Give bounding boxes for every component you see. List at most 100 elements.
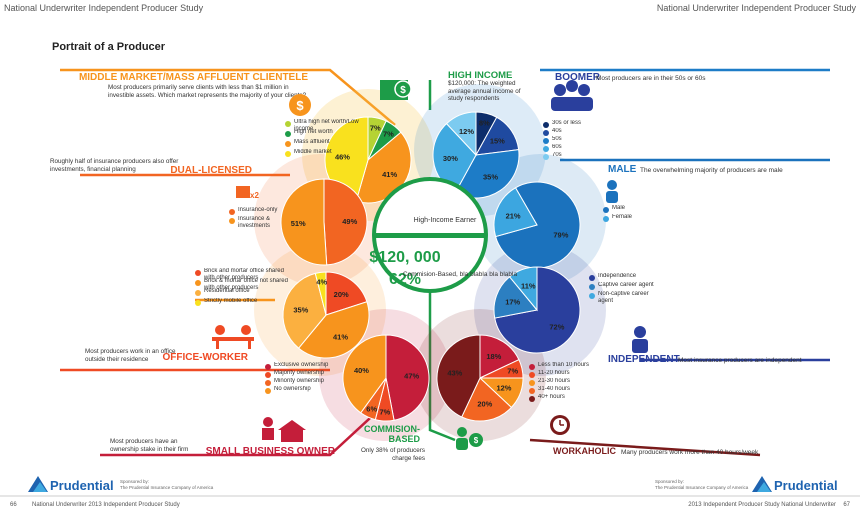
header-left: National Underwriter Independent Produce… bbox=[4, 3, 204, 13]
legend-label: Exclusive ownership bbox=[274, 362, 329, 368]
legend-swatch bbox=[529, 364, 535, 370]
legend-swatch bbox=[529, 372, 535, 378]
legend-label: Mass affluent bbox=[294, 139, 330, 145]
legend-label: 40+ hours bbox=[538, 394, 565, 400]
pie-slice bbox=[385, 334, 430, 421]
left-page-number: 66 bbox=[10, 502, 17, 508]
legend-label: 50s bbox=[552, 136, 562, 142]
legend-label: 30s or less bbox=[552, 120, 582, 126]
center-top-value: $120, 000 bbox=[369, 249, 440, 266]
legend-swatch bbox=[543, 154, 549, 160]
person-tie-icon bbox=[632, 326, 648, 353]
section-office: Brick and mortar office shared with othe… bbox=[85, 268, 288, 363]
pie-slice-label: 46% bbox=[335, 152, 350, 161]
legend-swatch bbox=[589, 293, 595, 299]
section-commission: COMMISION-BASED Only 38% of producers ch… bbox=[360, 425, 483, 462]
legend-swatch bbox=[543, 146, 549, 152]
pie-slice bbox=[436, 334, 481, 418]
pie-slice bbox=[493, 187, 538, 238]
clock-icon bbox=[550, 415, 570, 435]
pie-slice-label: 43% bbox=[447, 368, 462, 377]
commission-text: Only 38% of producers charge fees bbox=[360, 447, 425, 462]
legend-swatch bbox=[265, 364, 271, 370]
legend-label: High net worth bbox=[294, 129, 333, 135]
male-text: The overwhelming majority of producers a… bbox=[640, 167, 783, 174]
sponsor-line1-right: Sponsored by: bbox=[655, 479, 684, 484]
legend-label: Independence bbox=[598, 273, 637, 279]
legend-label: 70s bbox=[552, 152, 562, 158]
pie-slice-label: 17% bbox=[505, 297, 520, 306]
legend-label: 11-20 hours bbox=[538, 370, 570, 376]
pie-slice bbox=[280, 178, 328, 266]
right-footer-text: 2013 Independent Producer Study National… bbox=[688, 502, 836, 508]
legend-swatch bbox=[529, 380, 535, 386]
legend-swatch bbox=[265, 372, 271, 378]
prudential-rock-icon bbox=[28, 476, 48, 492]
legend-label: Minority ownership bbox=[274, 378, 325, 384]
legend-label: Non-captive career agent bbox=[598, 291, 649, 304]
legend-label: Less than 10 hours bbox=[538, 362, 590, 368]
legend-swatch bbox=[229, 209, 235, 215]
person-icon bbox=[606, 180, 618, 203]
legend-swatch bbox=[195, 270, 201, 276]
legend-swatch bbox=[285, 121, 291, 127]
dual-text: Roughly half of insurance producers also… bbox=[50, 158, 179, 173]
pie-slice-label: 6% bbox=[366, 404, 377, 413]
pie-slice-label: 79% bbox=[553, 231, 568, 240]
prudential-logo-left: Prudential bbox=[50, 478, 114, 493]
legend-label: Insurance & investments bbox=[238, 216, 271, 229]
independent-title: INDEPENDENT bbox=[608, 354, 680, 365]
pie-slice bbox=[314, 271, 327, 316]
storefront-icon bbox=[262, 417, 306, 442]
pie-office-worker: 20%41%35%4% bbox=[282, 271, 370, 359]
pie-dual-licensed: 49%51% bbox=[280, 178, 368, 266]
section-workaholic: Less than 10 hours 11-20 hours 21-30 hours… bbox=[529, 362, 759, 456]
pie-slice-label: 4% bbox=[316, 278, 327, 287]
legend-label: 40s bbox=[552, 128, 562, 134]
pie-slice-label: 35% bbox=[483, 172, 498, 181]
legend-swatch bbox=[589, 275, 595, 281]
header-right: National Underwriter Independent Produce… bbox=[657, 3, 857, 13]
pie-slice bbox=[461, 377, 513, 422]
commission-dollar-symbol: $ bbox=[474, 436, 479, 445]
legend-label: Ultra high net worth/Low income bbox=[294, 119, 359, 132]
pie-slice-label: 7% bbox=[507, 367, 518, 376]
middle-market-text: Most producers primarily serve clients w… bbox=[108, 84, 307, 99]
pie-slice bbox=[493, 276, 538, 319]
pie-slice bbox=[282, 272, 327, 349]
legend-swatch bbox=[543, 138, 549, 144]
pie-slice-label: 47% bbox=[404, 372, 419, 381]
workaholic-title: WORKAHOLIC bbox=[553, 446, 616, 456]
center-bottom-label: Commision-Based, bla blabla bla blabla bbox=[403, 271, 518, 278]
pie-slice bbox=[494, 181, 581, 269]
legend-swatch bbox=[285, 141, 291, 147]
pie-slice bbox=[342, 334, 387, 414]
pie-slice-label: 41% bbox=[333, 332, 348, 341]
legend-label: 21-30 hours bbox=[538, 378, 571, 384]
pie-boomer: 8%15%35%30%12% bbox=[432, 111, 520, 199]
boomer-title: BOOMER bbox=[555, 72, 601, 83]
legend-label: Strictly mobile office bbox=[204, 298, 258, 304]
legend-swatch bbox=[285, 131, 291, 137]
pie-slice-label: 41% bbox=[382, 170, 397, 179]
pie-slice bbox=[297, 301, 370, 359]
legend-label: Insurance-only bbox=[238, 207, 278, 213]
male-title: MALE bbox=[608, 164, 637, 175]
legend-label: Majority ownership bbox=[274, 370, 325, 376]
pie-slice-label: 35% bbox=[293, 305, 308, 314]
office-text: Most producers work in an office outside… bbox=[85, 348, 176, 363]
desk-icon bbox=[212, 325, 254, 349]
pie-slice bbox=[479, 334, 520, 379]
workaholic-legend: Less than 10 hours 11-20 hours 21-30 hours… bbox=[529, 362, 590, 402]
page-title: Portrait of a Producer bbox=[52, 41, 166, 53]
sponsor-line2-right: The Prudential Insurance Company of Amer… bbox=[655, 485, 749, 490]
legend-label: Male bbox=[612, 205, 626, 211]
boomer-text: Most producers are in their 50s or 60s bbox=[596, 75, 706, 82]
businessman-dollar-icon bbox=[456, 427, 483, 450]
